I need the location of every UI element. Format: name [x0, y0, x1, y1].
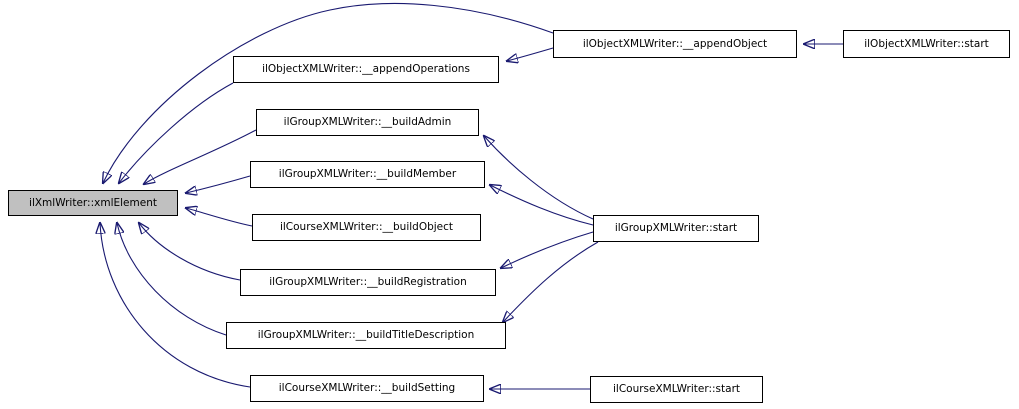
edge-buildAdmin-to-xmlElement — [144, 129, 257, 184]
node-groupxmlwriter-buildregistration[interactable]: ilGroupXMLWriter::__buildRegistration — [240, 269, 496, 296]
node-coursexmlwriter-buildsetting[interactable]: ilCourseXMLWriter::__buildSetting — [250, 375, 484, 402]
node-objectxmlwriter-start[interactable]: ilObjectXMLWriter::start — [843, 30, 1010, 58]
node-groupxmlwriter-start[interactable]: ilGroupXMLWriter::start — [593, 215, 759, 242]
edge-groupStart-to-buildRegistration — [501, 231, 594, 268]
node-groupxmlwriter-buildtitledescription[interactable]: ilGroupXMLWriter::__buildTitleDescriptio… — [226, 322, 506, 349]
edge-buildTitleDescription-to-xmlElement — [117, 223, 227, 336]
edge-groupStart-to-buildMember — [490, 185, 594, 226]
edge-appendObject-to-xmlElement — [103, 2, 554, 183]
edge-buildMember-to-xmlElement — [186, 175, 251, 193]
node-groupxmlwriter-buildadmin[interactable]: ilGroupXMLWriter::__buildAdmin — [256, 109, 479, 136]
node-objectxmlwriter-appendobject[interactable]: ilObjectXMLWriter::__appendObject — [553, 30, 797, 58]
edge-appendObject-to-appendOperations — [507, 47, 554, 61]
edge-groupStart-to-buildAdmin — [484, 136, 594, 220]
node-coursexmlwriter-start[interactable]: ilCourseXMLWriter::start — [590, 376, 763, 403]
node-groupxmlwriter-buildmember[interactable]: ilGroupXMLWriter::__buildMember — [250, 161, 485, 188]
node-xmlwriter-xmlelement: ilXmlWriter::xmlElement — [8, 190, 178, 216]
edge-buildObject-to-xmlElement — [186, 208, 253, 227]
edge-buildSetting-to-xmlElement — [100, 223, 251, 388]
node-objectxmlwriter-appendoperations[interactable]: ilObjectXMLWriter::__appendOperations — [233, 56, 499, 83]
edge-buildRegistration-to-xmlElement — [139, 223, 241, 281]
edge-appendOperations-to-xmlElement — [119, 82, 234, 183]
edge-groupStart-to-buildTitleDescription — [503, 241, 599, 322]
node-coursexmlwriter-buildobject[interactable]: ilCourseXMLWriter::__buildObject — [252, 214, 481, 241]
